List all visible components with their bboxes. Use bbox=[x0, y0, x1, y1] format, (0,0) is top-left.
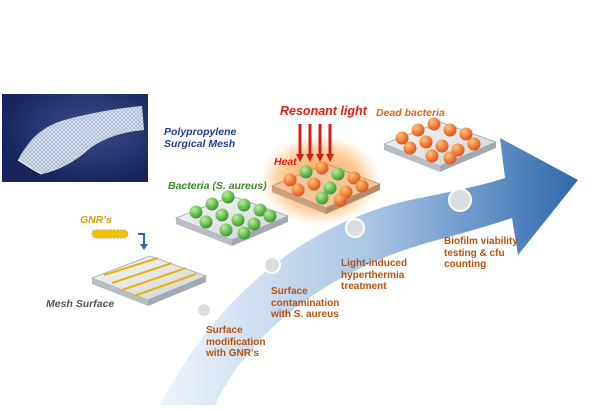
step-1-line-1: Surface bbox=[206, 325, 243, 336]
heated-bacterium bbox=[355, 179, 369, 193]
step-4-line-1: Biofilm viability bbox=[444, 236, 518, 247]
live-bacterium bbox=[221, 190, 235, 204]
step-4-line-2: testing & cfu bbox=[444, 247, 505, 259]
live-bacterium bbox=[263, 209, 277, 223]
dead-bacterium bbox=[425, 149, 439, 163]
mesh-name-line-1: Polypropylene bbox=[164, 126, 237, 138]
heated-bacterium bbox=[307, 177, 321, 191]
mesh-name-line-2: Surgical Mesh bbox=[164, 138, 236, 150]
step-1-line-2: modification bbox=[206, 336, 266, 348]
dead-bacterium bbox=[395, 131, 409, 145]
live-bacteria-group bbox=[189, 190, 277, 240]
step-marker-3 bbox=[345, 218, 365, 238]
live-bacterium bbox=[215, 208, 229, 222]
mesh-surface-label: Mesh Surface bbox=[46, 298, 115, 310]
step-marker-4 bbox=[448, 188, 472, 212]
dead-bacterium bbox=[467, 137, 481, 151]
heated-bacterium bbox=[333, 193, 347, 207]
step-3-line-3: treatment bbox=[341, 281, 387, 292]
live-bacterium bbox=[205, 197, 219, 211]
bacteria-label: Bacteria (S. aureus) bbox=[168, 180, 267, 192]
step-1-label: Surface modification with GNR's bbox=[206, 325, 265, 360]
step-4-label: Biofilm viability testing & cfu counting bbox=[444, 236, 518, 271]
live-bacterium bbox=[231, 213, 245, 227]
heated-bacteria-group bbox=[283, 161, 369, 207]
live-bacterium bbox=[247, 217, 261, 231]
step-marker-2 bbox=[263, 256, 281, 274]
dead-bacterium bbox=[443, 151, 457, 165]
plate-mesh-surface bbox=[90, 255, 208, 306]
step-3-label: Light-induced hyperthermia treatment bbox=[341, 258, 407, 293]
live-bacterium bbox=[199, 215, 213, 229]
step-2-line-2: contamination bbox=[271, 297, 340, 309]
resonant-light-label: Resonant light bbox=[280, 104, 367, 118]
heated-bacterium bbox=[315, 161, 329, 175]
heat-label: Heat bbox=[274, 156, 297, 168]
gnr-inset bbox=[91, 229, 148, 250]
dead-bacterium bbox=[419, 135, 433, 149]
gnrs-label: GNR's bbox=[80, 214, 112, 226]
dead-bacterium bbox=[443, 123, 457, 137]
process-arrow bbox=[160, 138, 578, 405]
live-bacterium bbox=[189, 205, 203, 219]
heated-bacterium bbox=[331, 167, 345, 181]
light-arrow-head bbox=[306, 154, 314, 162]
dead-bacteria-label: Dead bacteria bbox=[376, 107, 445, 119]
heated-bacterium bbox=[283, 173, 297, 187]
step-2-line-3: with S. aureus bbox=[271, 309, 339, 320]
live-bacterium bbox=[237, 198, 251, 212]
dead-bacterium bbox=[451, 143, 465, 157]
heated-bacterium bbox=[347, 171, 361, 185]
mesh-photo bbox=[2, 94, 148, 182]
dead-bacterium bbox=[459, 127, 473, 141]
step-3-line-2: hyperthermia bbox=[341, 269, 405, 281]
light-arrow-head bbox=[316, 154, 324, 162]
dead-bacteria-group bbox=[395, 117, 481, 165]
resonant-light-arrows bbox=[296, 124, 334, 162]
dead-bacterium bbox=[427, 117, 441, 131]
heated-bacterium bbox=[323, 181, 337, 195]
step-3-line-1: Light-induced bbox=[341, 258, 408, 269]
live-bacterium bbox=[219, 223, 233, 237]
live-bacterium bbox=[237, 226, 251, 240]
heated-bacterium bbox=[291, 183, 305, 197]
dead-bacterium bbox=[411, 123, 425, 137]
dead-bacterium bbox=[403, 141, 417, 155]
step-1-line-3: with GNR's bbox=[206, 348, 259, 359]
heated-bacterium bbox=[299, 165, 313, 179]
mesh-name-label: Polypropylene Surgical Mesh bbox=[164, 126, 236, 150]
step-marker-1 bbox=[196, 302, 212, 318]
step-2-line-1: Surface bbox=[271, 286, 308, 297]
step-2-label: Surface contamination with S. aureus bbox=[271, 286, 339, 321]
step-4-line-3: counting bbox=[444, 259, 487, 270]
light-arrow-head bbox=[296, 154, 304, 162]
dead-bacterium bbox=[435, 139, 449, 153]
heated-bacterium bbox=[315, 191, 329, 205]
live-bacterium bbox=[253, 203, 267, 217]
light-arrow-head bbox=[326, 154, 334, 162]
